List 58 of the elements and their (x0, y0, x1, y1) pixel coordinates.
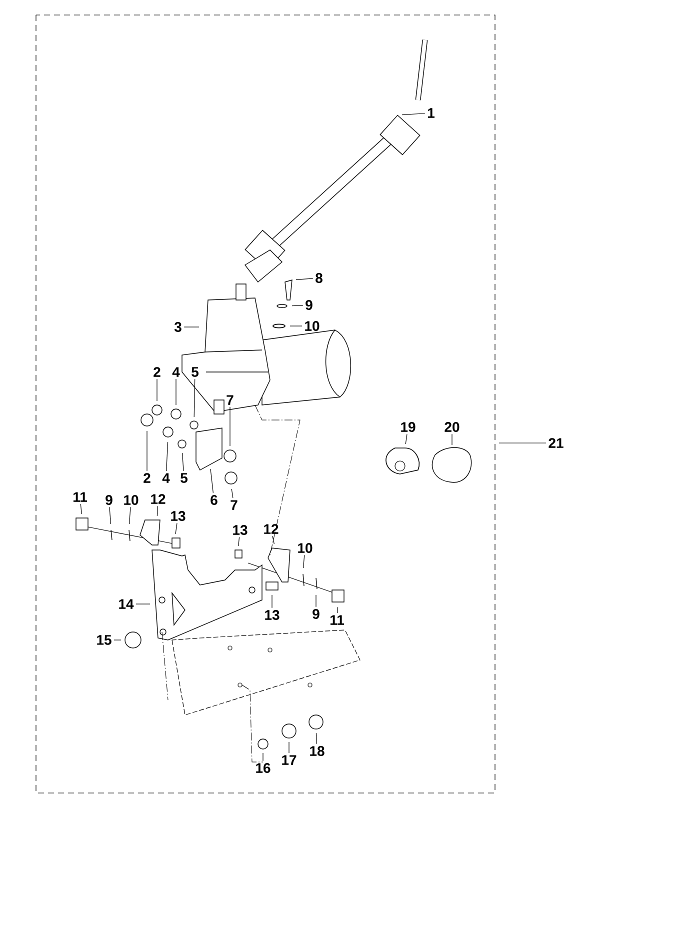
callout-number: 11 (330, 615, 344, 625)
leader-line (303, 554, 305, 568)
leader-line (166, 442, 168, 472)
callout-number: 9 (106, 495, 112, 505)
leader-line (109, 506, 111, 524)
leader-line (238, 536, 240, 546)
leader-line (182, 452, 184, 472)
callout-number: 13 (233, 525, 248, 535)
callout-number: 16 (256, 763, 270, 773)
callout-number: 7 (230, 500, 238, 510)
callout-number: 2 (154, 367, 160, 377)
callout-number: 17 (282, 755, 296, 765)
callout-number: 6 (210, 495, 218, 505)
callout-number: 20 (444, 422, 460, 432)
leader-line (402, 113, 426, 116)
callout-number: 1 (428, 108, 435, 118)
callout-number: 4 (162, 473, 170, 483)
leader-line (175, 522, 178, 534)
leader-line (156, 378, 158, 402)
callout-number: 2 (144, 473, 150, 483)
leader-line (316, 732, 317, 744)
leader-line (231, 488, 234, 498)
callout-number: 13 (265, 610, 280, 620)
callout-number: 5 (180, 473, 188, 483)
callout-number: 12 (264, 524, 278, 534)
callout-number: 5 (192, 367, 198, 377)
leader-line (146, 430, 148, 472)
leader-line (262, 752, 264, 762)
callout-number: 11 (73, 492, 88, 502)
callout-number: 7 (226, 395, 234, 405)
leader-line (210, 468, 214, 494)
callout-number: 13 (171, 511, 186, 521)
callout-number: 10 (124, 495, 138, 505)
callout-number: 18 (310, 746, 324, 756)
leader-line (272, 536, 274, 544)
leader-line (129, 506, 131, 524)
callout-number: 15 (97, 635, 112, 645)
leader-line (337, 606, 338, 614)
leader-line (80, 504, 82, 514)
leader-line (184, 326, 200, 328)
leader-line (288, 742, 290, 754)
leader-line (296, 278, 314, 280)
callout-number: 9 (312, 609, 320, 619)
callout-number: 3 (174, 322, 182, 332)
callout-number: 12 (151, 494, 166, 504)
callout-number: 4 (172, 367, 180, 377)
leader-line (292, 305, 304, 306)
callout-number: 10 (298, 543, 312, 553)
callout-number: 8 (316, 273, 322, 283)
leader-line (194, 378, 196, 418)
leader-line (156, 506, 158, 516)
callout-number: 9 (306, 300, 312, 310)
callout-number: 21 (548, 438, 564, 448)
callout-number: 19 (401, 422, 416, 432)
leader-line (405, 434, 408, 444)
leader-line (498, 442, 546, 444)
callout-number: 10 (305, 321, 320, 331)
callout-number: 14 (119, 599, 134, 609)
